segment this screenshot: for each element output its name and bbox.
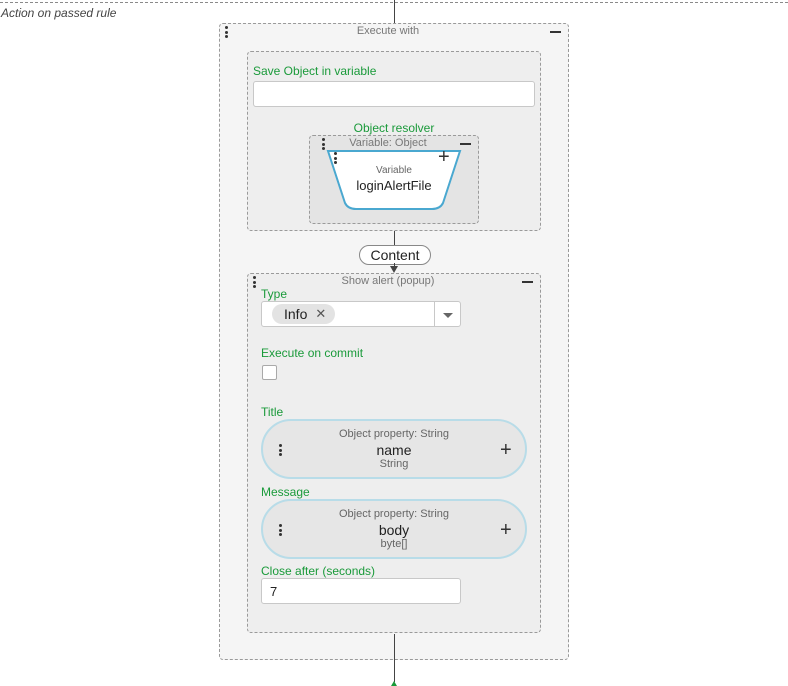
chevron-down-icon[interactable] (443, 313, 453, 318)
message-node-header: Object property: String (338, 508, 450, 520)
save-object-label: Save Object in variable (253, 64, 377, 78)
select-divider (434, 302, 435, 326)
object-resolver-label: Object resolver (353, 121, 435, 135)
show-alert-title: Show alert (popup) (341, 275, 435, 287)
message-node-type: byte[] (380, 538, 408, 550)
execute-with-menu-icon[interactable] (221, 25, 231, 39)
variable-object-menu-icon[interactable] (318, 137, 328, 151)
minus-icon (549, 31, 561, 33)
minus-icon (521, 281, 533, 283)
variable-node-name: loginAlertFile (356, 178, 432, 193)
section-label: Action on passed rule (1, 6, 117, 20)
plus-icon[interactable]: + (438, 146, 450, 168)
title-node-menu-icon[interactable] (275, 443, 285, 457)
variable-object-title: Variable: Object (349, 137, 427, 149)
variable-node-type: Variable (376, 165, 412, 176)
close-after-input[interactable]: 7 (261, 578, 461, 604)
show-alert-menu-icon[interactable] (249, 275, 259, 289)
type-chip-label: Info (284, 306, 308, 322)
plus-icon[interactable]: + (500, 519, 512, 541)
message-label: Message (261, 485, 310, 499)
message-node-name: body (378, 522, 410, 538)
message-node-menu-icon[interactable] (275, 523, 285, 537)
title-label: Title (261, 405, 284, 419)
title-node-name: name (376, 442, 412, 458)
message-property-node[interactable] (261, 499, 527, 559)
title-property-node[interactable] (261, 419, 527, 479)
title-node-header: Object property: String (338, 428, 450, 440)
content-connector-pill: Content (359, 245, 431, 265)
connector-endpoint-icon[interactable] (391, 681, 397, 686)
plus-icon[interactable]: + (500, 439, 512, 461)
collapse-variable-button[interactable] (457, 137, 473, 151)
execute-on-commit-checkbox[interactable] (262, 365, 277, 380)
minus-icon (459, 143, 471, 145)
type-label: Type (261, 287, 288, 301)
connector-line (394, 634, 395, 682)
execute-with-title: Execute with (356, 25, 420, 37)
save-object-input[interactable] (253, 81, 535, 107)
connector-line (394, 231, 395, 245)
variable-node-menu-icon[interactable] (330, 151, 340, 165)
connector-line (394, 263, 395, 266)
variable-node-shape (326, 150, 462, 210)
collapse-execute-with-button[interactable] (547, 25, 563, 39)
title-node-type: String (379, 458, 409, 470)
close-after-label: Close after (seconds) (261, 564, 376, 578)
connector-line (394, 0, 395, 42)
arrow-down-icon (390, 266, 398, 273)
type-chip-info: Info ✕ (272, 304, 336, 324)
collapse-show-alert-button[interactable] (519, 275, 535, 289)
execute-on-commit-label: Execute on commit (261, 346, 364, 360)
variable-node[interactable] (326, 149, 462, 211)
close-icon[interactable]: ✕ (315, 306, 327, 321)
